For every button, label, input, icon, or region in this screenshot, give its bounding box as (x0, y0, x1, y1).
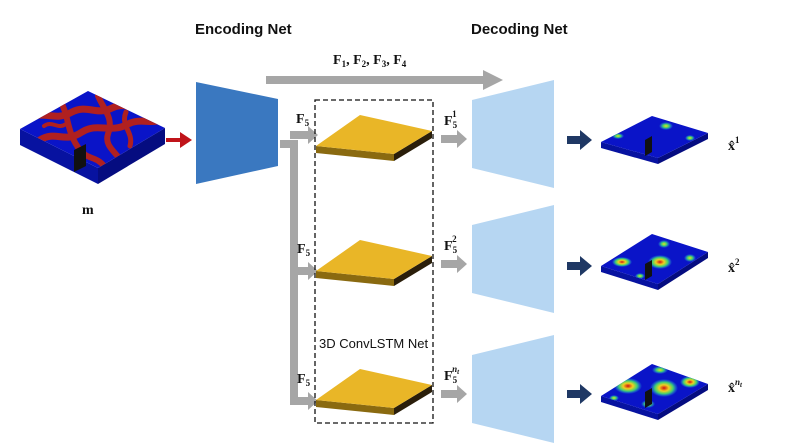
skip-connection-arrow (266, 70, 503, 90)
decoded-feature-label-1: F51 (444, 109, 458, 130)
lstm-to-decoder-arrow-1 (441, 130, 467, 148)
encoding-net-title: Encoding Net (195, 21, 292, 38)
decoded-feature-label-2: F52 (444, 234, 458, 255)
output-field-n (601, 364, 708, 420)
decoder-block-2 (472, 205, 554, 313)
input-field-slab (20, 91, 165, 184)
lstm-input-label-1: F5 (296, 112, 310, 128)
encoder-block (196, 82, 278, 184)
output-label-n: x̂nt (728, 377, 743, 396)
output-label-1: x̂1 (728, 135, 740, 154)
decoding-net-title: Decoding Net (471, 21, 568, 38)
output-field-1 (601, 116, 708, 164)
input-arrow (166, 132, 192, 148)
decoder-output-arrow-1 (567, 130, 592, 150)
decoder-output-arrow-2 (567, 256, 592, 276)
lstm-input-label-2: F5 (297, 242, 311, 258)
lstm-cell-1 (316, 115, 432, 161)
output-field-2 (601, 234, 708, 290)
skip-features-label: F1, F2, F3, F4 (333, 53, 407, 69)
lstm-cell-2 (316, 240, 432, 286)
decoder-block-3 (472, 335, 554, 443)
decoded-feature-label-n: F5nt (444, 364, 460, 385)
lstm-input-label-3: F5 (297, 372, 311, 388)
convlstm-container (314, 99, 434, 424)
decoder-output-arrow-3 (567, 384, 592, 404)
input-label-m: m (82, 203, 94, 218)
decoder-block-1 (472, 80, 554, 188)
lstm-to-decoder-arrow-3 (441, 385, 467, 403)
output-label-2: x̂2 (728, 257, 740, 276)
lstm-cell-3 (316, 369, 432, 415)
lstm-to-decoder-arrow-2 (441, 255, 467, 273)
lstm-input-tree (280, 126, 318, 410)
convlstm-label: 3D ConvLSTM Net (319, 336, 428, 351)
